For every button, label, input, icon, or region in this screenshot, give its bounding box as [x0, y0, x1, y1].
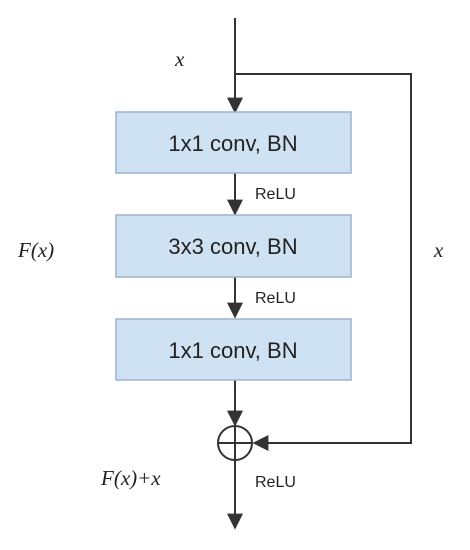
shortcut-label: x — [433, 238, 444, 262]
input-label: x — [174, 47, 185, 71]
relu-label-3: ReLU — [255, 474, 296, 491]
layer-box-3: 1x1 conv, BN — [115, 318, 352, 381]
layer-box-1: 1x1 conv, BN — [115, 111, 352, 174]
layer-label-2: 3x3 conv, BN — [168, 234, 297, 259]
relu-label-2: ReLU — [255, 290, 296, 307]
relu-label-1: ReLU — [255, 186, 296, 203]
layer-label-1: 1x1 conv, BN — [168, 131, 297, 156]
shortcut-connection — [235, 73, 412, 451]
residual-function-label: F(x) — [17, 238, 54, 262]
layer-box-2: 3x3 conv, BN — [115, 214, 352, 278]
output-label: F(x)+x — [100, 466, 161, 490]
layer-label-3: 1x1 conv, BN — [168, 338, 297, 363]
addition-node — [217, 425, 253, 461]
